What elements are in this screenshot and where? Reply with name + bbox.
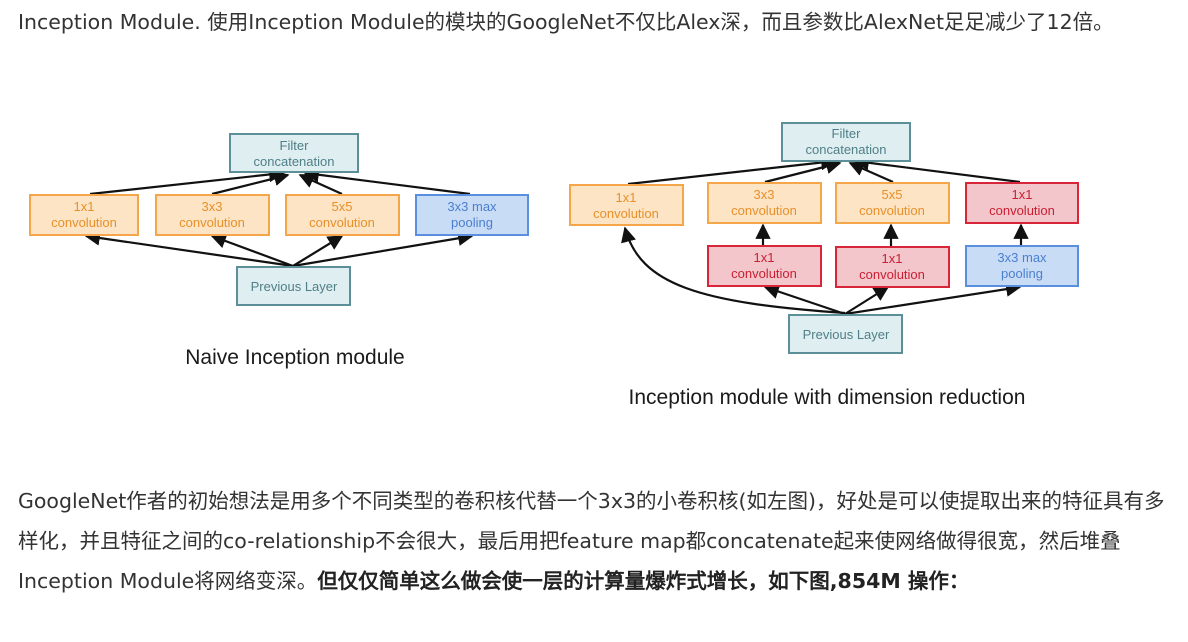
- arrow-pool-to-concat: [303, 167, 471, 196]
- svg-text:pooling: pooling: [451, 215, 493, 230]
- svg-text:1x1: 1x1: [74, 199, 95, 214]
- reduced-filter-concat-box: Filter concatenation: [781, 122, 911, 162]
- svg-text:1x1: 1x1: [882, 251, 903, 266]
- svg-text:Previous Layer: Previous Layer: [803, 327, 890, 342]
- naive-caption: Naive Inception module: [185, 346, 404, 369]
- svg-text:convolution: convolution: [309, 215, 375, 230]
- naive-previous-layer-box: Previous Layer: [236, 266, 351, 306]
- reduced-maxpool-box: 3x3 max pooling: [965, 245, 1079, 287]
- arrow-prev-to-1x1-top: [621, 226, 846, 315]
- arrow-prev-to-1x1: [84, 230, 294, 268]
- svg-text:3x3: 3x3: [754, 187, 775, 202]
- naive-inception-module: Filter concatenation 1x1 convolution 3x3…: [29, 133, 529, 369]
- reduced-conv1x1-before-5x5-box: 1x1 convolution: [835, 246, 950, 288]
- arrow-prev-to-1x1-b: [844, 286, 890, 315]
- svg-text:3x3 max: 3x3 max: [447, 199, 497, 214]
- intro-paragraph: Inception Module. 使用Inception Module的模块的…: [18, 10, 1114, 34]
- naive-filter-concat-box: Filter concatenation: [229, 133, 359, 173]
- arrow-1x1-to-concat: [89, 166, 285, 196]
- reduced-inception-module: Filter concatenation 1x1 convolution 3x3…: [569, 122, 1079, 409]
- reduced-conv1x1-after-pool-box: 1x1 convolution: [965, 182, 1079, 224]
- svg-text:concatenation: concatenation: [806, 142, 887, 157]
- arrow-prev-to-5x5: [292, 235, 344, 267]
- svg-text:1x1: 1x1: [616, 190, 637, 205]
- arrow-3x3-to-concat: [211, 170, 290, 196]
- reduced-previous-layer-box: Previous Layer: [788, 314, 903, 354]
- explanation-bold-text: 但仅仅简单这么做会使一层的计算量爆炸式增长，如下图,854M 操作：: [317, 569, 970, 593]
- reduced-arrows: [621, 154, 1029, 316]
- arrow-1x1top-to-concat: [627, 154, 837, 186]
- svg-text:convolution: convolution: [51, 215, 117, 230]
- arrow-prev-to-1x1-a: [763, 284, 846, 316]
- svg-text:convolution: convolution: [179, 215, 245, 230]
- arrow-prev-to-pool: [292, 230, 474, 268]
- reduced-conv1x1-before-3x3-box: 1x1 convolution: [707, 245, 822, 287]
- svg-text:Previous Layer: Previous Layer: [251, 279, 338, 294]
- naive-arrows: [84, 166, 474, 268]
- reduced-conv5x5-box: 5x5 convolution: [835, 182, 950, 224]
- svg-text:convolution: convolution: [731, 203, 797, 218]
- explanation-paragraph: GoogleNet作者的初始想法是用多个不同类型的卷积核代替一个3x3的小卷积核…: [18, 481, 1178, 601]
- svg-text:Filter: Filter: [832, 126, 862, 141]
- arrow-prev-to-pool: [844, 281, 1022, 316]
- svg-text:3x3 max: 3x3 max: [997, 250, 1047, 265]
- naive-maxpool-box: 3x3 max pooling: [415, 194, 529, 236]
- naive-conv1x1-box: 1x1 convolution: [29, 194, 139, 236]
- inception-diagrams: Filter concatenation 1x1 convolution 3x3…: [29, 122, 1079, 409]
- reduced-conv1x1-top-box: 1x1 convolution: [569, 184, 684, 226]
- svg-text:convolution: convolution: [593, 206, 659, 221]
- reduced-caption: Inception module with dimension reductio…: [629, 386, 1026, 409]
- reduced-conv3x3-box: 3x3 convolution: [707, 182, 822, 224]
- svg-text:Filter: Filter: [280, 138, 310, 153]
- arrow-1x1pool-to-concat: [853, 155, 1021, 184]
- svg-text:convolution: convolution: [989, 203, 1055, 218]
- arrow-prev-to-3x3: [210, 233, 294, 268]
- svg-text:1x1: 1x1: [1012, 187, 1033, 202]
- arrow-3x3-to-concat: [764, 158, 842, 184]
- svg-text:convolution: convolution: [859, 203, 925, 218]
- svg-text:convolution: convolution: [859, 267, 925, 282]
- svg-text:3x3: 3x3: [202, 199, 223, 214]
- svg-text:pooling: pooling: [1001, 266, 1043, 281]
- explanation-plain-text: GoogleNet作者的初始想法是用多个不同类型的卷积核代替一个3x3的小卷积核…: [18, 489, 1165, 593]
- svg-text:5x5: 5x5: [332, 199, 353, 214]
- svg-text:5x5: 5x5: [882, 187, 903, 202]
- naive-conv3x3-box: 3x3 convolution: [155, 194, 270, 236]
- svg-text:1x1: 1x1: [754, 250, 775, 265]
- svg-text:convolution: convolution: [731, 266, 797, 281]
- naive-conv5x5-box: 5x5 convolution: [285, 194, 400, 236]
- svg-text:concatenation: concatenation: [254, 154, 335, 169]
